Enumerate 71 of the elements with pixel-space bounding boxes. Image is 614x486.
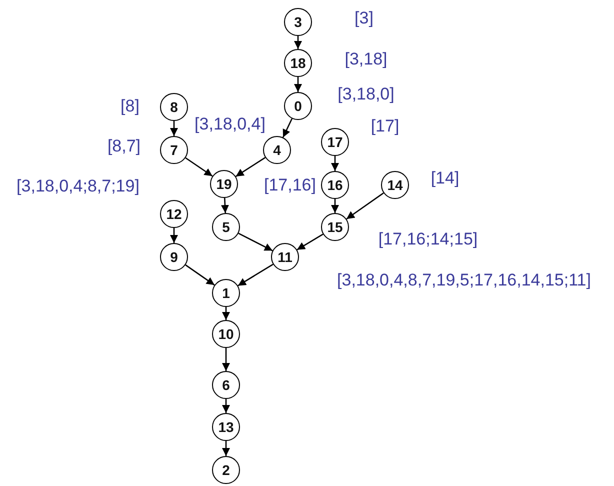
- node-circle: [284, 92, 312, 120]
- arrow: [346, 192, 384, 220]
- path-label: [3,18,0,4,8,7,19,5;17,16,14,15;11]: [337, 272, 591, 288]
- arrow: [222, 399, 230, 413]
- node-circle: [160, 243, 188, 271]
- arrow: [170, 121, 178, 136]
- node-circle: [212, 413, 240, 441]
- node-circle: [160, 200, 188, 228]
- path-label: [3,18,0]: [338, 86, 394, 102]
- node-label: 17: [327, 135, 343, 149]
- path-label: [3]: [354, 10, 374, 26]
- node-label: 13: [218, 420, 234, 434]
- arrow: [331, 199, 339, 213]
- node-label: 6: [222, 378, 230, 392]
- node-label: 15: [327, 220, 343, 234]
- node-circle: [381, 171, 409, 199]
- arrow: [222, 348, 230, 371]
- arrow: [294, 77, 302, 92]
- node-label: 5: [222, 220, 230, 234]
- node-circle: [321, 171, 349, 199]
- node-circle: [284, 8, 312, 36]
- node-circle: [212, 213, 240, 241]
- arrow: [185, 157, 213, 177]
- node-label: 18: [290, 56, 306, 70]
- node-label: 16: [327, 178, 343, 192]
- path-label: [3,18,0,4;8,7;19]: [16, 178, 140, 194]
- node-label: 1: [222, 286, 230, 300]
- arrow: [331, 156, 339, 171]
- node-circle: [212, 371, 240, 399]
- path-label: [8,7]: [107, 138, 141, 154]
- node-circle: [284, 49, 312, 77]
- node-label: 8: [170, 100, 178, 114]
- path-label: [17,16;14;15]: [378, 230, 478, 248]
- node-label: 19: [216, 177, 232, 191]
- arrow: [282, 118, 293, 138]
- node-label: 11: [278, 250, 292, 264]
- node-label: 4: [273, 143, 281, 157]
- path-label: [14]: [430, 170, 460, 186]
- arrow: [222, 441, 230, 456]
- node-circle: [271, 243, 299, 271]
- node-circle: [212, 456, 240, 484]
- node-circle: [263, 136, 291, 164]
- node-circle: [212, 279, 240, 307]
- arrow: [294, 36, 302, 49]
- node-label: 0: [294, 99, 302, 113]
- arrow: [235, 157, 266, 177]
- node-label: 12: [166, 207, 182, 221]
- path-label: [17]: [370, 118, 400, 134]
- path-label: [17,16]: [264, 176, 316, 194]
- arrow: [170, 228, 178, 243]
- node-label: 2: [222, 463, 230, 477]
- node-circle: [160, 93, 188, 121]
- node-label: 10: [218, 327, 234, 341]
- arrow: [222, 307, 230, 320]
- node-label: 9: [170, 250, 178, 264]
- node-label: 7: [170, 143, 178, 157]
- arrow: [296, 234, 324, 250]
- arrow: [238, 232, 273, 252]
- path-label: [8]: [120, 98, 140, 114]
- node-circle: [212, 320, 240, 348]
- path-label: [3,18,0,4]: [194, 116, 266, 132]
- node-circle: [321, 128, 349, 156]
- arrow: [185, 264, 215, 286]
- node-circle: [210, 170, 238, 198]
- arrow: [220, 198, 229, 214]
- node-circle: [160, 136, 188, 164]
- arrow: [238, 264, 274, 286]
- node-label: 14: [387, 178, 403, 192]
- node-label: 3: [294, 15, 302, 29]
- path-label: [3,18]: [344, 50, 388, 68]
- node-circle: [321, 213, 349, 241]
